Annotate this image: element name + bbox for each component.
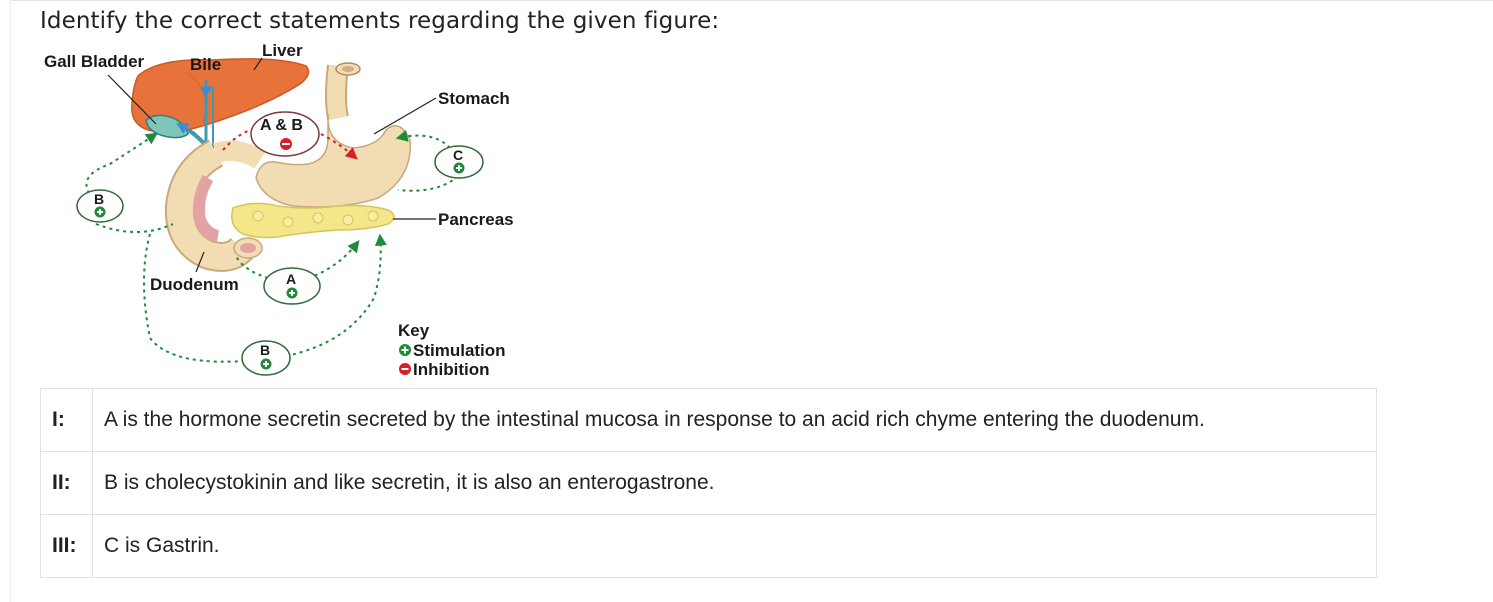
bile-label: Bile bbox=[190, 55, 221, 74]
question-text: Identify the correct statements regardin… bbox=[40, 8, 720, 34]
pancreas-label: Pancreas bbox=[438, 210, 514, 229]
liver-label: Liver bbox=[262, 41, 303, 60]
statement-number: I: bbox=[40, 388, 93, 452]
hormone-a-label: A bbox=[286, 271, 296, 287]
top-divider bbox=[10, 0, 1493, 1]
hormone-b-callout-bottom bbox=[241, 340, 291, 376]
statement-row: III: C is Gastrin. bbox=[40, 514, 1377, 578]
hormone-c-callout bbox=[434, 145, 484, 179]
hormone-b-label-left: B bbox=[94, 191, 104, 207]
key-stimulation-label: Stimulation bbox=[413, 341, 506, 360]
liver-shape bbox=[131, 58, 310, 133]
a-and-b-label: A & B bbox=[260, 117, 303, 134]
statement-text: B is cholecystokinin and like secretin, … bbox=[92, 451, 1377, 515]
statement-text: A is the hormone secretin secreted by th… bbox=[92, 388, 1377, 452]
key-inhibition-label: Inhibition bbox=[413, 360, 489, 379]
hormone-a-callout bbox=[263, 267, 321, 305]
statement-number: III: bbox=[40, 514, 93, 578]
hormone-b-callout-left bbox=[76, 189, 124, 223]
digestive-hormones-figure: Gall Bladder Bile Liver Stomach Pancreas… bbox=[44, 41, 514, 379]
key-title: Key bbox=[398, 321, 430, 340]
statement-row: I: A is the hormone secretin secreted by… bbox=[40, 388, 1377, 452]
stomach-label: Stomach bbox=[438, 89, 510, 108]
gall-bladder-label: Gall Bladder bbox=[44, 52, 145, 71]
duodenum-label: Duodenum bbox=[150, 275, 239, 294]
statement-text: C is Gastrin. bbox=[92, 514, 1377, 578]
hormone-c-label: C bbox=[453, 147, 463, 163]
statements-table: I: A is the hormone secretin secreted by… bbox=[40, 388, 1377, 578]
statement-number: II: bbox=[40, 451, 93, 515]
a-and-b-callout bbox=[250, 111, 320, 157]
left-divider bbox=[10, 0, 11, 602]
pancreas-shape bbox=[231, 202, 395, 239]
statement-row: II: B is cholecystokinin and like secret… bbox=[40, 451, 1377, 515]
hormone-b-label-bottom: B bbox=[260, 342, 270, 358]
